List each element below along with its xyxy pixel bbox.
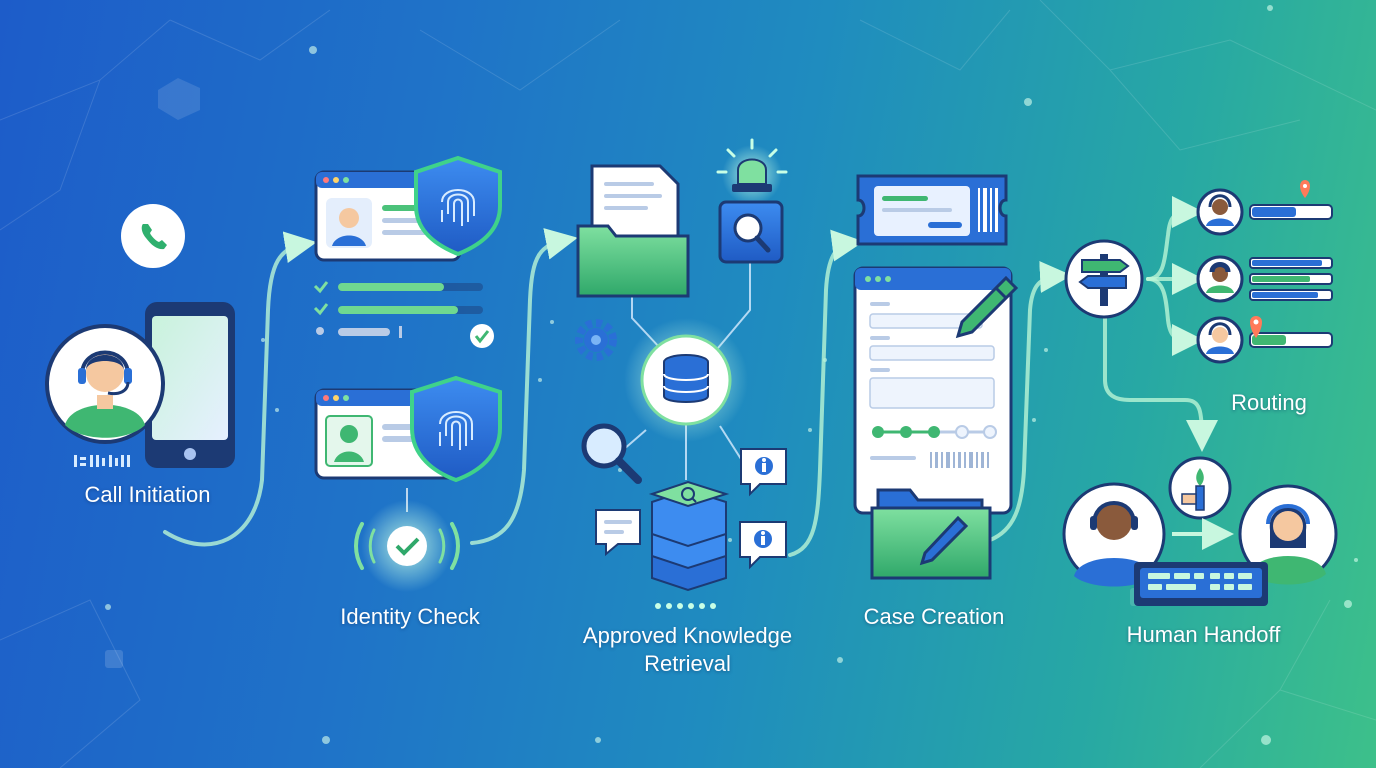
location-pin-icon <box>1250 316 1262 338</box>
stage-case-creation <box>853 174 1019 580</box>
alert-light-icon <box>716 138 788 205</box>
chat-bubble-icon <box>595 509 641 557</box>
progress-dots <box>655 603 716 609</box>
stage-label-human-handoff: Human Handoff <box>1126 622 1281 647</box>
agent-queue-icon <box>1196 188 1333 236</box>
decor-square <box>105 650 123 668</box>
ticket-icon <box>856 174 1008 246</box>
search-icon <box>581 423 642 484</box>
signpost-icon <box>1064 239 1144 319</box>
stage-call-initiation <box>45 204 235 468</box>
check-badge-icon <box>354 500 460 592</box>
database-icon <box>624 318 748 442</box>
waveform-icon <box>74 455 130 467</box>
background-particles <box>105 5 1358 745</box>
stage-label-routing: Routing <box>1231 390 1307 415</box>
torch-handoff-icon <box>1168 456 1232 520</box>
fingerprint-shield-icon <box>410 375 502 483</box>
gear-icon <box>575 319 617 361</box>
checklist-icon <box>313 281 494 348</box>
decor-hexagon <box>158 78 200 120</box>
stage-identity-check <box>313 155 502 592</box>
smartphone-icon <box>145 302 235 468</box>
stack-icon <box>648 480 730 592</box>
phone-icon <box>121 204 185 268</box>
keyboard-console-icon <box>1134 562 1268 606</box>
stage-human-handoff <box>1062 456 1338 606</box>
location-pin-icon <box>1300 180 1310 198</box>
agent-headset-avatar-icon <box>45 324 165 444</box>
fingerprint-shield-icon <box>414 155 502 257</box>
flow-connectors <box>163 196 1218 557</box>
stage-label-call-initiation: Call Initiation <box>84 482 211 507</box>
stage-label-case-creation: Case Creation <box>863 604 1005 629</box>
agent-queue-icon <box>1196 316 1333 364</box>
info-bubble-icon <box>740 448 787 497</box>
folder-pen-icon <box>870 488 992 580</box>
stage-knowledge-retrieval <box>575 138 788 609</box>
stage-label-identity-check: Identity Check <box>340 604 480 629</box>
stage-routing <box>1064 180 1333 364</box>
stage-label-knowledge-retrieval: Approved Knowledge Retrieval <box>582 623 793 676</box>
female-agent-avatar-icon <box>1238 484 1338 585</box>
info-bubble-icon <box>739 521 787 570</box>
document-folder-icon <box>576 164 690 298</box>
barcode-icon <box>870 452 989 468</box>
agent-queue-icon <box>1196 255 1333 303</box>
search-icon <box>718 200 784 264</box>
progress-steps-icon <box>872 425 997 439</box>
pen-icon <box>955 275 1019 339</box>
